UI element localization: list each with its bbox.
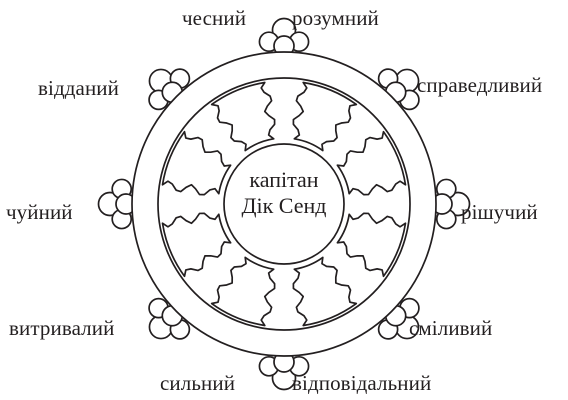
wheel-handle: [99, 179, 137, 228]
trait-responsible: відповідальний: [292, 371, 431, 395]
trait-decisive: рішучий: [461, 200, 538, 224]
trait-kind: чуйний: [6, 200, 73, 224]
trait-strong: сильний: [160, 371, 235, 395]
trait-honest: чесний: [182, 6, 246, 30]
trait-devoted: відданий: [38, 76, 119, 100]
trait-brave: сміливий: [409, 316, 492, 340]
captain-title: капітан: [199, 167, 369, 193]
captain-name: Дік Сенд: [199, 193, 369, 219]
trait-fair: справедливий: [417, 73, 542, 97]
trait-smart: розумний: [292, 6, 379, 30]
trait-enduring: витривалий: [9, 316, 114, 340]
